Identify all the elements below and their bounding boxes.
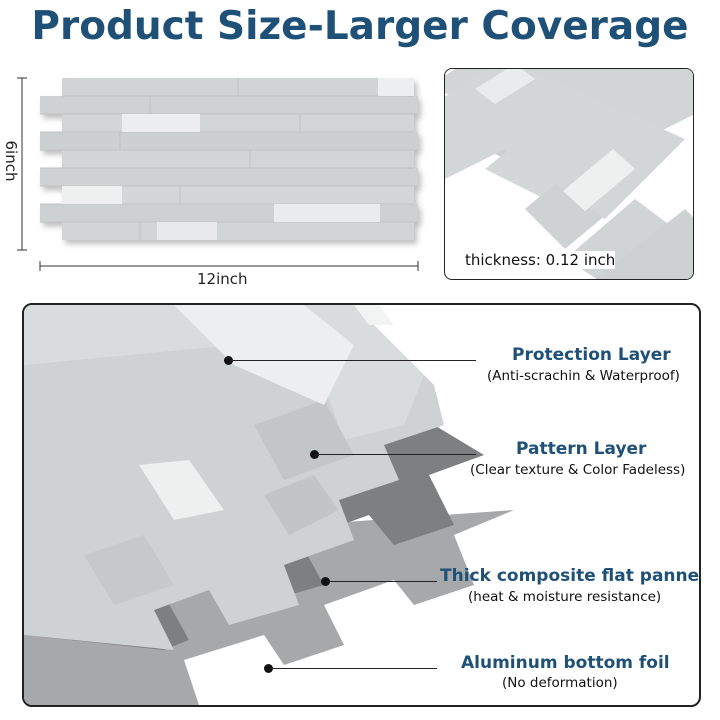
composite-layer-marker — [321, 577, 330, 586]
pattern-layer-leader — [316, 454, 476, 455]
layer-stack-illustration — [24, 305, 514, 705]
composite-layer-leader — [327, 581, 437, 582]
foil-layer-marker — [264, 664, 273, 673]
pattern-layer-title: Pattern Layer — [516, 439, 647, 459]
height-dimension-label: 6inch — [2, 140, 20, 182]
foil-layer-leader — [270, 668, 437, 669]
foil-layer-title: Aluminum bottom foil — [461, 653, 670, 673]
protection-layer-subtitle: (Anti-scrachin & Waterproof) — [487, 368, 680, 384]
protection-layer-leader — [230, 360, 476, 361]
composite-layer-subtitle: (heat & moisture resistance) — [468, 589, 662, 605]
width-dimension-label: 12inch — [197, 270, 248, 288]
composite-layer-title: Thick composite flat panne — [440, 566, 700, 586]
layers-diagram-panel: Protection Layer (Anti-scrachin & Waterp… — [22, 303, 701, 707]
pattern-layer-marker — [310, 450, 319, 459]
foil-layer-subtitle: (No deformation) — [502, 675, 618, 691]
page-title: Product Size-Larger Coverage — [31, 4, 689, 49]
pattern-layer-subtitle: (Clear texture & Color Fadeless) — [470, 462, 686, 478]
thickness-label: thickness: 0.12 inch — [465, 251, 616, 269]
tile-panel-illustration — [17, 77, 419, 271]
thickness-detail-panel: thickness: 0.12 inch — [444, 68, 694, 280]
thickness-tile-illustration — [445, 69, 693, 279]
protection-layer-title: Protection Layer — [512, 345, 671, 365]
protection-layer-marker — [224, 356, 233, 365]
